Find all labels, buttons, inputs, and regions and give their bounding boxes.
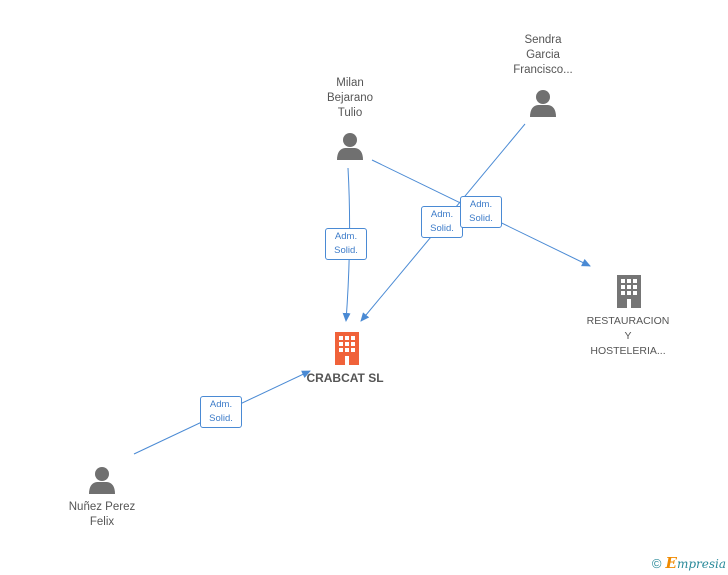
company-label-crabcat[interactable]: CRABCAT SL [306,371,384,385]
building-icon-crabcat[interactable] [335,332,359,365]
person-icon-milan[interactable] [337,133,363,160]
edge-label-milan-restauracion: Adm. Solid. [460,196,502,228]
person-label-nunez[interactable]: Nuñez Perez Felix [68,501,136,528]
copyright-icon: © [651,555,662,571]
edge-label-sendra-crabcat: Adm. Solid. [421,206,463,238]
person-label-sendra[interactable]: Sendra Garcia Francisco... [513,34,573,76]
company-label-restauracion[interactable]: RESTAURACION Y HOSTELERIA... [586,315,670,357]
building-icon-restauracion[interactable] [617,275,641,308]
edge-label-nunez-crabcat: Adm. Solid. [200,396,242,428]
person-label-milan[interactable]: Milan Bejarano Tulio [326,77,374,119]
empresia-logo: Empresia [665,554,727,572]
person-icon-nunez[interactable] [89,467,115,494]
empresia-watermark: © Empresia [652,554,726,572]
person-icon-sendra[interactable] [530,90,556,117]
edge-label-milan-crabcat: Adm. Solid. [325,228,367,260]
